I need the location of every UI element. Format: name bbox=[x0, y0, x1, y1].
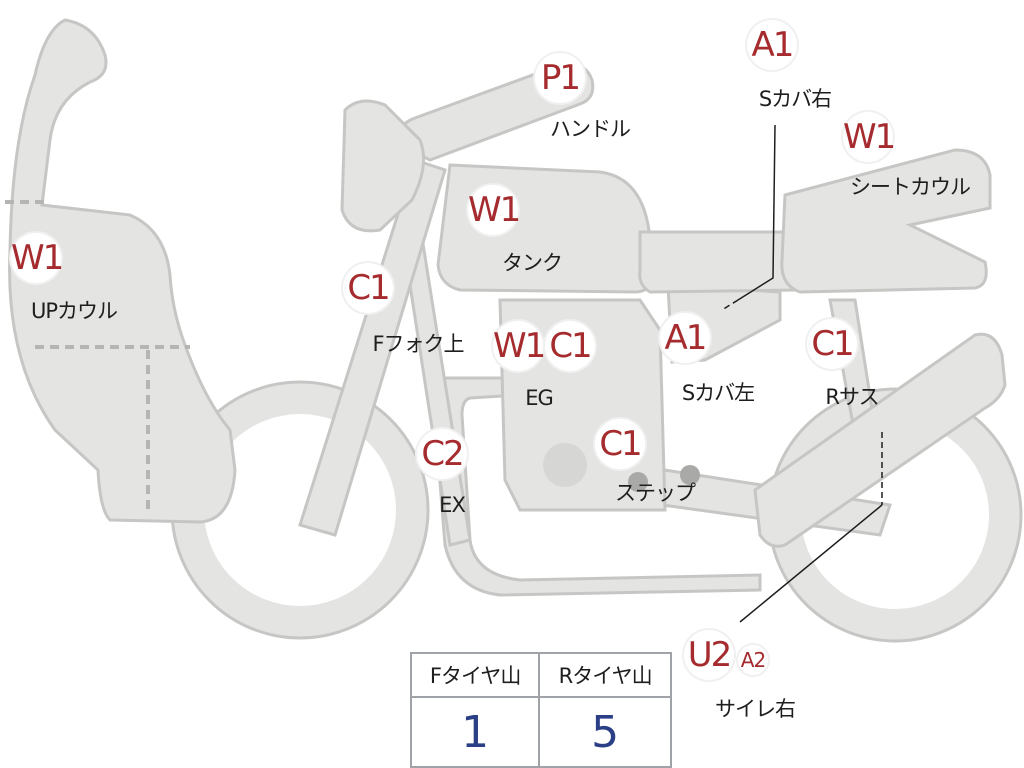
engine-label: EG bbox=[525, 386, 554, 410]
seat-cowl bbox=[780, 148, 992, 294]
tire-table-value-row: 1 5 bbox=[409, 696, 672, 768]
leader-side-cover-right bbox=[737, 124, 776, 301]
seat bbox=[638, 230, 797, 294]
leader-silencer-right-2 bbox=[739, 504, 883, 623]
up-cowl-code-badge: W1 bbox=[11, 233, 64, 283]
silencer bbox=[753, 332, 1007, 548]
tire-table-header-row: Fタイヤ山 Rタイヤ山 bbox=[409, 652, 672, 698]
seat-cowl-label: シートカウル bbox=[850, 175, 971, 199]
front-tire-header: Fタイヤ山 bbox=[409, 652, 541, 698]
side-cover-right-code-badge: A1 bbox=[747, 20, 797, 70]
tank-code-badge: W1 bbox=[468, 185, 521, 235]
tank-label: タンク bbox=[502, 251, 563, 275]
fork-upper-label: Fフォク上 bbox=[372, 332, 464, 356]
engine-cover bbox=[543, 443, 587, 487]
silencer-right-label: サイレ右 bbox=[715, 697, 796, 721]
tire-tread-table: Fタイヤ山 Rタイヤ山 1 5 bbox=[409, 652, 672, 768]
front-fork bbox=[298, 158, 447, 537]
side-cover-left-code-badge: A1 bbox=[660, 313, 710, 363]
rear-tire-header: Rタイヤ山 bbox=[538, 652, 672, 698]
engine-code-badge-1: W1 bbox=[493, 321, 546, 371]
side-cover-right-label: Sカバ右 bbox=[758, 87, 832, 111]
step-peg-2 bbox=[680, 465, 700, 485]
engine-code-badge-2: C1 bbox=[545, 321, 595, 371]
front-tire-value: 1 bbox=[409, 696, 541, 768]
step-peg-1 bbox=[628, 472, 648, 492]
exhaust-code-badge: C2 bbox=[417, 429, 467, 479]
step-code-badge: C1 bbox=[595, 419, 645, 469]
rear-suspension-code-badge: C1 bbox=[807, 319, 857, 369]
upper-cowl bbox=[8, 18, 237, 524]
handle-code-badge: P1 bbox=[535, 53, 585, 103]
rear-tire-value: 5 bbox=[538, 696, 672, 768]
step-label: ステップ bbox=[615, 481, 696, 505]
rear-suspension-label: Rサス bbox=[825, 385, 879, 409]
silencer-right-code-badge: U2 bbox=[684, 630, 734, 680]
fork-upper-code-badge: C1 bbox=[343, 263, 393, 313]
silencer-right-code-badge-small: A2 bbox=[738, 645, 768, 675]
leader-side-cover-right-dash bbox=[721, 299, 739, 311]
exhaust-label: EX bbox=[439, 493, 466, 517]
handle-label: ハンドル bbox=[550, 117, 631, 141]
side-cover-left-label: Sカバ左 bbox=[681, 381, 755, 405]
seat-cowl-code-badge: W1 bbox=[843, 112, 896, 162]
headlight bbox=[340, 99, 426, 233]
up-cowl-label: UPカウル bbox=[30, 299, 118, 323]
